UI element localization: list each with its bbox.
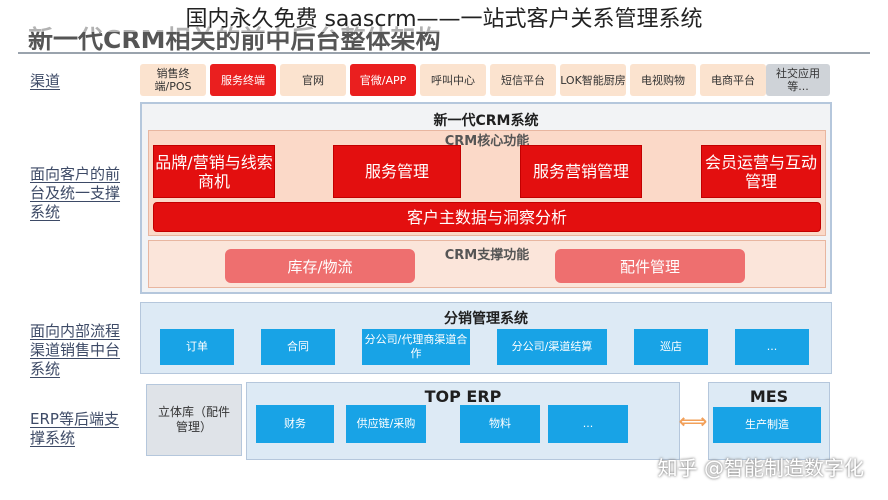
erp-item: 物料 (460, 405, 540, 443)
distribution-panel (140, 302, 832, 374)
channels-row: 销售终端/POS 服务终端 官网 官微/APP 呼叫中心 短信平台 LOK智能厨… (140, 64, 830, 96)
erp-item: ... (548, 405, 628, 443)
distribution-item: 巡店 (634, 329, 708, 365)
side-label-middle: 面向内部流程渠道销售中台系统 (30, 322, 121, 378)
customer-data-bar: 客户主数据与洞察分析 (153, 202, 821, 232)
channel-item: 短信平台 (490, 64, 556, 96)
title-divider (18, 52, 870, 54)
channel-item: 电视购物 (630, 64, 696, 96)
mes-title: MES (749, 386, 789, 406)
channel-item: 电商平台 (700, 64, 766, 96)
side-label-back: ERP等后端支撑系统 (30, 410, 119, 447)
distribution-item: 订单 (160, 329, 234, 365)
crm-support-title: CRM支撑功能 (444, 247, 530, 263)
mes-item: 生产制造 (713, 407, 821, 443)
watermark: 知乎 @智能制造数字化 (657, 456, 864, 480)
core-function-box: 品牌/营销与线索商机 (153, 145, 275, 198)
channel-item: 呼叫中心 (420, 64, 486, 96)
channel-item: 官网 (280, 64, 346, 96)
erp-item: 财务 (256, 405, 334, 443)
support-function-box: 库存/物流 (225, 249, 415, 283)
distribution-item: ... (735, 329, 809, 365)
channel-item: 销售终端/POS (140, 64, 206, 96)
channel-item: 官微/APP (350, 64, 416, 96)
side-label-channels: 渠道 (30, 72, 61, 90)
core-function-box: 服务管理 (333, 145, 461, 198)
distribution-title: 分销管理系统 (444, 311, 528, 327)
bidirectional-arrow-icon: ⟺ (678, 409, 708, 433)
channel-item: 社交应用等... (766, 64, 830, 96)
distribution-item: 分公司/代理商渠道合作 (362, 329, 470, 365)
crm-system-title: 新一代CRM系统 (433, 113, 539, 129)
channel-item: 服务终端 (210, 64, 276, 96)
footer-strip (0, 462, 888, 500)
channel-item: LOK智能厨房 (560, 64, 626, 96)
core-function-box: 服务营销管理 (520, 145, 642, 198)
core-function-box: 会员运营与互动管理 (701, 145, 821, 198)
crm-core-title: CRM核心功能 (444, 133, 530, 149)
warehouse-box: 立体库（配件管理） (146, 384, 242, 456)
overlay-caption: 国内永久免费 saascrm——一站式客户关系管理系统 (0, 2, 888, 32)
distribution-item: 分公司/渠道结算 (497, 329, 607, 365)
erp-item: 供应链/采购 (346, 405, 426, 443)
side-label-front: 面向客户的前台及统一支撑系统 (30, 165, 121, 221)
erp-title: TOP ERP (424, 386, 502, 406)
support-function-box: 配件管理 (555, 249, 745, 283)
distribution-item: 合同 (261, 329, 335, 365)
